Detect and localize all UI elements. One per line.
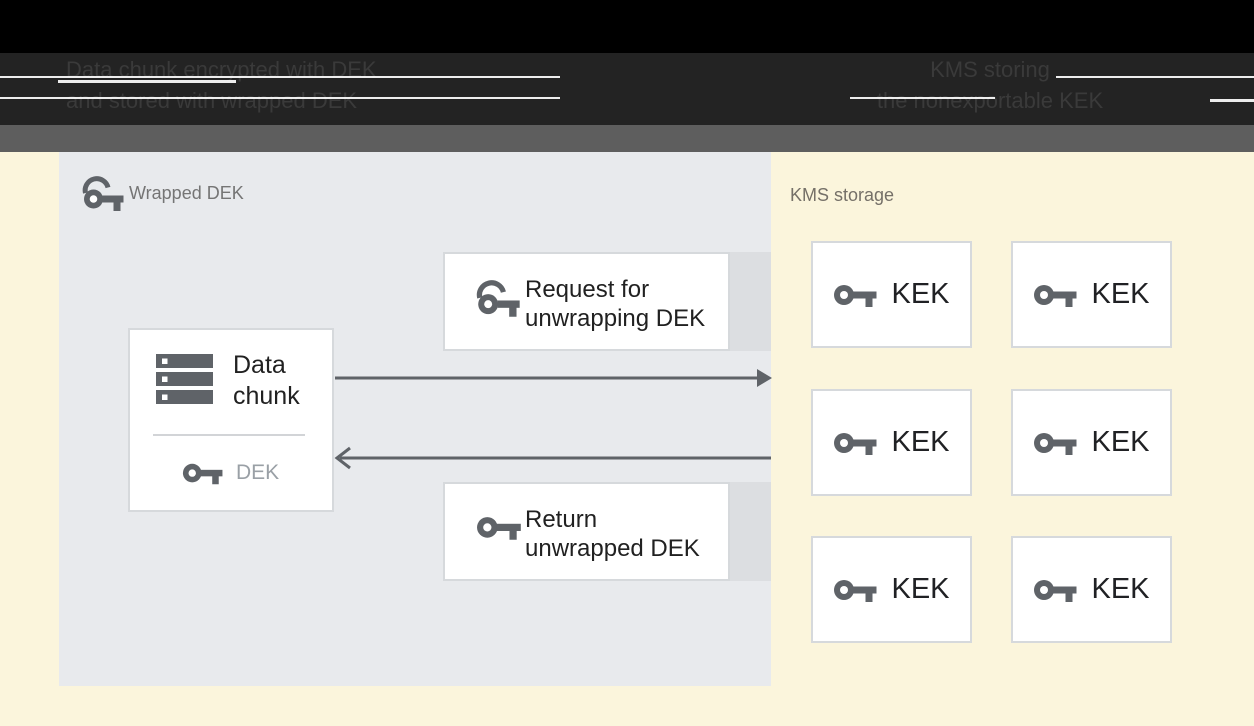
kek-box: KEK: [811, 241, 972, 348]
return-line: Return: [525, 506, 598, 533]
request-line: Request for: [525, 276, 650, 303]
kek-box: KEK: [811, 389, 972, 496]
data-chunk-label: Data chunk: [233, 350, 300, 412]
data-chunk-line: chunk: [233, 382, 300, 410]
key-icon: [834, 284, 877, 307]
return-unwrapped-label: Return unwrapped DEK: [525, 505, 700, 563]
request-line: unwrapping DEK: [525, 305, 706, 332]
caption-line: and stored with wrapped DEK: [66, 88, 358, 113]
glitch-line: [0, 97, 560, 99]
return-box-shadow-strip: [730, 482, 771, 581]
request-unwrap-label: Request for unwrapping DEK: [525, 275, 705, 333]
wrapped-key-icon: [80, 176, 124, 212]
key-icon: [1034, 432, 1077, 455]
caption-line: KMS storing: [930, 57, 1050, 82]
panel-title: Wrapped DEK: [129, 183, 244, 203]
return-line: unwrapped DEK: [525, 535, 700, 562]
kek-box: KEK: [1011, 241, 1172, 348]
caption-band: Data chunk encrypted with DEK and stored…: [0, 53, 1254, 125]
caption-kms: KMS storing the nonexportable KEK: [860, 54, 1120, 116]
kek-label: KEK: [1091, 426, 1150, 458]
key-icon: [834, 432, 877, 455]
key-icon: [1034, 284, 1077, 307]
kek-box: KEK: [1011, 536, 1172, 643]
key-icon: [182, 463, 223, 485]
request-box-shadow-strip: [730, 252, 771, 351]
glitch-line: [850, 97, 995, 99]
kek-label: KEK: [1091, 278, 1150, 310]
glitch-line: [1210, 99, 1254, 102]
caption-data-chunk: Data chunk encrypted with DEK and stored…: [66, 54, 377, 116]
glitch-line: [0, 76, 560, 78]
data-chunk-divider: [153, 434, 305, 436]
kek-label: KEK: [891, 278, 950, 310]
data-chunk-line: Data: [233, 351, 286, 379]
kek-label: KEK: [1091, 573, 1150, 605]
data-chunk-stack-icon: [156, 354, 213, 404]
top-black-bar: [0, 0, 1254, 53]
key-icon: [477, 517, 521, 540]
request-unwrap-box: [443, 252, 730, 351]
key-icon: [1034, 579, 1077, 602]
caption-line: the nonexportable KEK: [876, 88, 1104, 113]
kek-label: KEK: [891, 573, 950, 605]
kek-box: KEK: [1011, 389, 1172, 496]
kek-label: KEK: [891, 426, 950, 458]
kms-storage-title: KMS storage: [790, 185, 895, 205]
wrapped-key-icon: [474, 280, 522, 318]
dek-label: DEK: [236, 461, 280, 484]
glitch-line: [58, 80, 236, 83]
key-icon: [834, 579, 877, 602]
kek-box: KEK: [811, 536, 972, 643]
gray-divider-bar: [0, 125, 1254, 152]
glitch-line: [1056, 76, 1254, 78]
